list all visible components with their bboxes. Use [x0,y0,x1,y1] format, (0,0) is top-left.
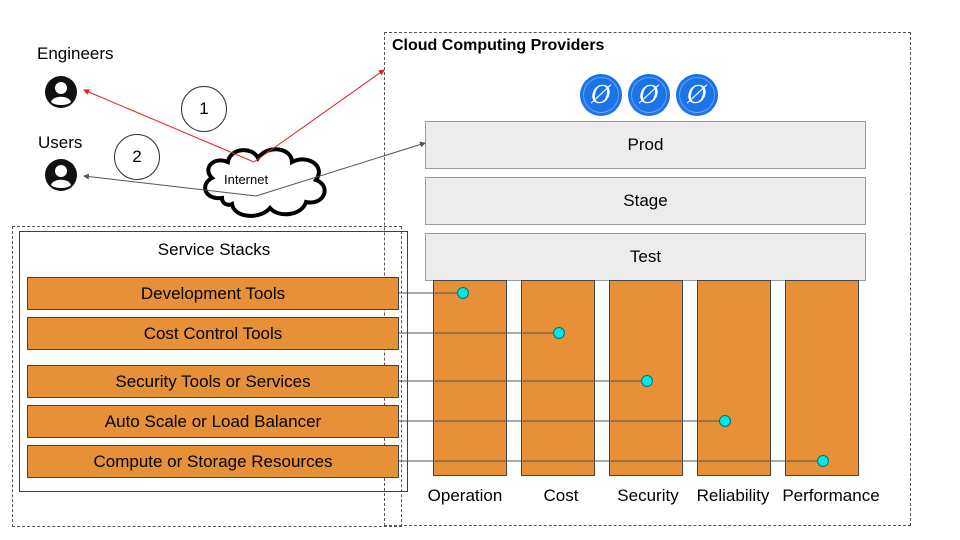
stack-to-pillar-links [399,292,823,462]
pillar-cost [521,280,595,476]
stack-item-cost-control-tools: Cost Control Tools [27,317,399,350]
pillar-label-reliability: Reliability [696,486,770,505]
stack-item-security-tools: Security Tools or Services [27,365,399,398]
service-stacks-title: Service Stacks [157,240,271,259]
step-1-marker: 1 [181,86,227,132]
stack-item-compute-storage: Compute or Storage Resources [27,445,399,478]
link-dot-cost-control-tools [553,327,565,339]
link-dot-auto-scale [719,415,731,427]
engineer-avatar-icon [45,76,77,108]
pillar-label-performance: Performance [782,486,880,505]
provider-logo-icon: Ø [676,74,718,116]
pillar-reliability [697,280,771,476]
step-2-marker: 2 [114,134,160,180]
cloud-providers-title: Cloud Computing Providers [392,37,605,54]
link-dot-development-tools [457,287,469,299]
pillar-label-cost: Cost [543,486,579,505]
service-area-boundary [12,226,402,527]
internet-label: Internet [224,172,269,187]
env-test: Test [425,233,866,281]
pillar-performance [785,280,859,476]
user-avatar-icon [45,159,77,191]
provider-logo-icon: Ø [580,74,622,116]
link-dot-compute-storage [817,455,829,467]
env-prod: Prod [425,121,866,169]
pillar-label-security: Security [617,486,679,505]
pillar-operation [433,280,507,476]
stack-item-development-tools: Development Tools [27,277,399,310]
provider-logo-icon: Ø [628,74,670,116]
internet-cloud-icon [203,147,327,218]
stack-item-auto-scale: Auto Scale or Load Balancer [27,405,399,438]
engineers-label: Engineers [37,44,114,63]
link-dot-security-tools [641,375,653,387]
service-stacks-panel [19,231,408,492]
env-stage: Stage [425,177,866,225]
engineer-access-path [83,69,385,163]
users-label: Users [38,133,83,152]
user-access-path [83,141,426,197]
pillar-label-operation: Operation [427,486,503,505]
